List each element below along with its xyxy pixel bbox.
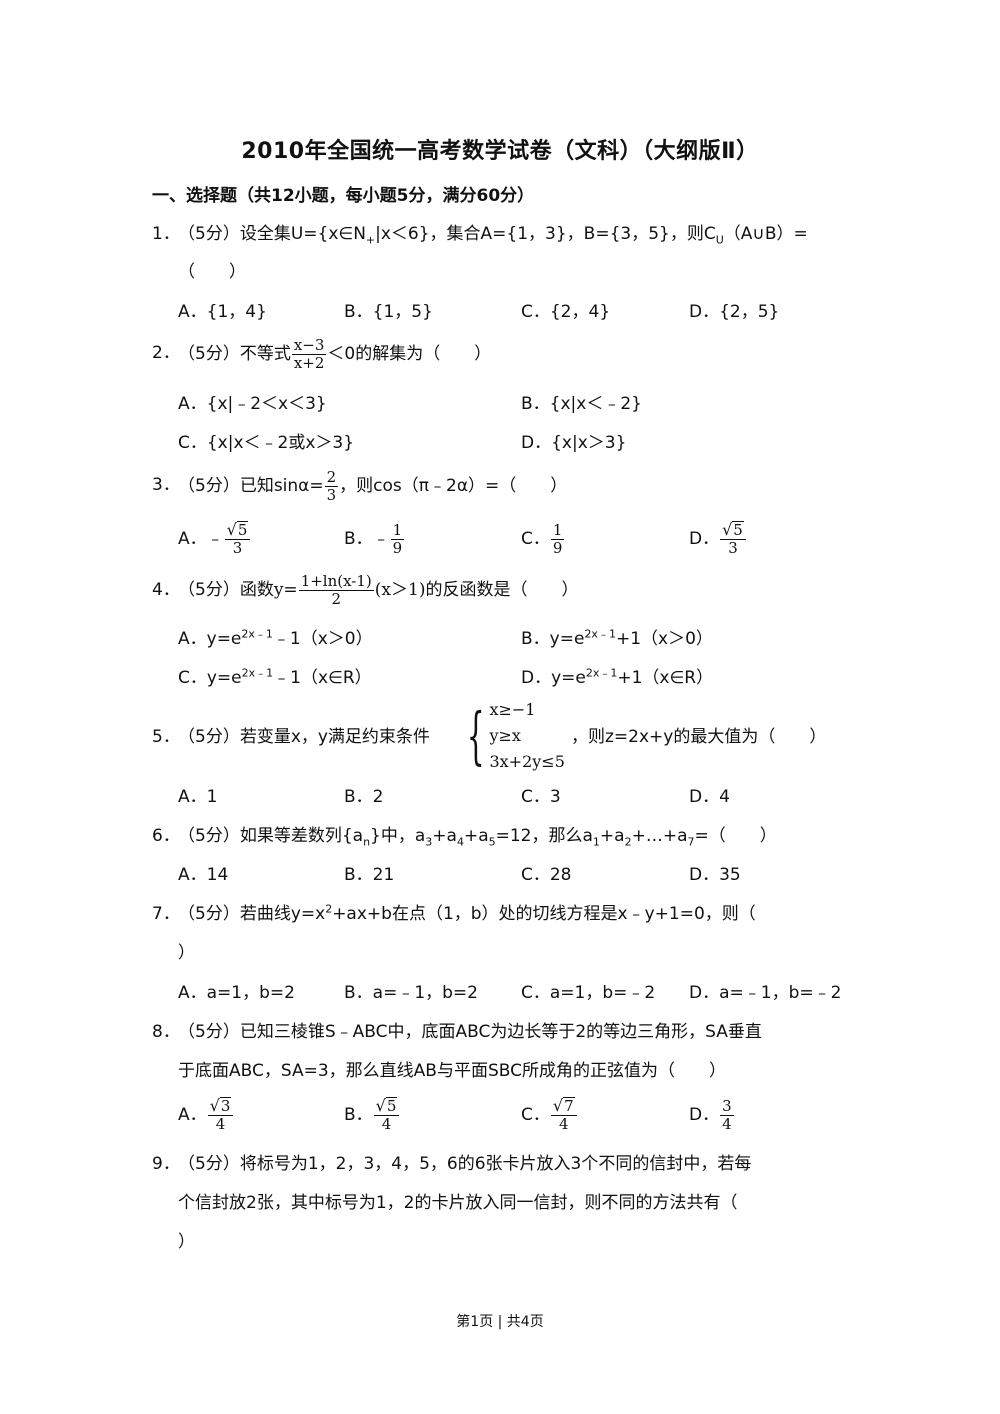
question-number: 1． xyxy=(152,224,180,244)
constraint: 3x+2y≤5 xyxy=(489,752,565,771)
question-text: （5分）函数y=1+ln(x-1)2(x＞1)的反函数是（ ） xyxy=(178,571,579,608)
question-text: （5分）若曲线y=x2+ax+b在点（1，b）处的切线方程是x﹣y+1=0，则（ xyxy=(178,902,756,924)
option-d: D．a=﹣1，b=﹣2 xyxy=(689,983,842,1003)
option-b: B．21 xyxy=(344,865,395,885)
option-b: B．{1，5} xyxy=(344,302,433,322)
option-b: B．2 xyxy=(344,787,384,807)
option-a: A．a=1，b=2 xyxy=(178,983,295,1003)
option-b: B．{x|x＜﹣2} xyxy=(521,394,642,414)
question-number: 9． xyxy=(152,1154,180,1174)
option-c: C．3 xyxy=(521,787,561,807)
question-number: 8． xyxy=(152,1022,180,1042)
option-d: D．35 xyxy=(689,865,741,885)
option-c: C．{x|x＜﹣2或x＞3} xyxy=(178,433,355,453)
question-number: 5． xyxy=(152,727,180,747)
constraint: x≥−1 xyxy=(489,700,536,719)
option-b: B．a=﹣1，b=2 xyxy=(344,983,478,1003)
question-text: （5分）若变量x，y满足约束条件 xyxy=(178,727,430,747)
question-text-cont: 于底面ABC，SA=3，那么直线AB与平面SBC所成角的正弦值为（ ） xyxy=(178,1061,726,1081)
option-a: A．14 xyxy=(178,865,229,885)
question-number: 2． xyxy=(152,343,180,363)
question-text-cont: ） xyxy=(178,943,195,963)
question-text: （5分）如果等差数列{an}中，a3+a4+a5=12，那么a1+a2+…+a7… xyxy=(178,826,777,849)
option-a: A．{x|﹣2＜x＜3} xyxy=(178,394,327,414)
question-text: （5分）已知三棱锥S﹣ABC中，底面ABC为边长等于2的等边三角形，SA垂直 xyxy=(178,1022,762,1042)
option-c: C．y=e2x﹣1﹣1（x∈R） xyxy=(178,666,372,688)
option-c: C．{2，4} xyxy=(521,302,611,322)
option-c: C．a=1，b=﹣2 xyxy=(521,983,656,1003)
section-header: 一、选择题（共12小题，每小题5分，满分60分） xyxy=(152,186,535,206)
question-number: 6． xyxy=(152,826,180,846)
option-a: A．y=e2x﹣1﹣1（x＞0） xyxy=(178,627,373,649)
option-d: D．{x|x＞3} xyxy=(521,433,627,453)
question-number: 7． xyxy=(152,904,180,924)
option-a: A．{1，4} xyxy=(178,302,267,322)
question-text-post: ，则z=2x+y的最大值为（ ） xyxy=(571,727,827,747)
exam-title: 2010年全国统一高考数学试卷（文科）（大纲版Ⅱ） xyxy=(241,139,759,164)
question-text-cont: 个信封放2张，其中标号为1，2的卡片放入同一信封，则不同的方法共有（ xyxy=(178,1193,738,1213)
option-d: D．y=e2x﹣1+1（x∈R） xyxy=(521,666,714,688)
brace-icon: { xyxy=(466,699,485,772)
constraint-system: { x≥−1 y≥x 3x+2y≤5 xyxy=(462,697,565,775)
question-text: （5分）将标号为1，2，3，4，5，6的6张卡片放入3个不同的信封中，若每 xyxy=(178,1154,752,1174)
question-text: （5分）设全集U={x∈N+|x＜6}，集合A={1，3}，B={3，5}，则C… xyxy=(178,224,808,247)
fraction: 1+ln(x-1)2 xyxy=(298,571,374,608)
question-text-cont: ） xyxy=(178,1232,195,1252)
option-d: D．{2，5} xyxy=(689,302,780,322)
option-b: B．y=e2x﹣1+1（x＞0） xyxy=(521,627,713,649)
constraint: y≥x xyxy=(489,726,521,745)
option-a: A．1 xyxy=(178,787,218,807)
option-c: C．28 xyxy=(521,865,572,885)
option-d: D．4 xyxy=(689,787,730,807)
question-number: 3． xyxy=(152,475,180,495)
page-footer: 第1页 | 共4页 xyxy=(456,1314,544,1330)
question-number: 4． xyxy=(152,580,180,600)
question-text-cont: （ ） xyxy=(178,262,246,282)
